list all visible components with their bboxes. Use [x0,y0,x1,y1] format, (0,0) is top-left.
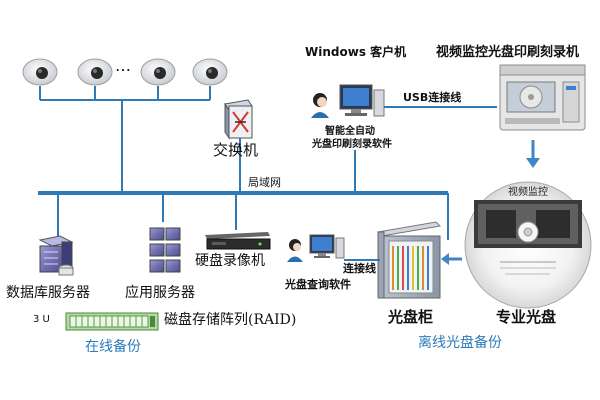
dvr-icon [205,232,271,250]
disc-printer-icon [499,64,586,131]
network-drops [57,138,449,240]
online-backup-label: 在线备份 [85,339,141,355]
application-server-icon [149,227,181,273]
offline-backup-label: 离线光盘备份 [418,335,502,351]
pro-disc-label: 专业光盘 [496,308,557,326]
query-software-label: 光盘查询软件 [285,278,351,291]
camera-icon [22,58,58,86]
camera-icon [192,58,228,86]
switch-label: 交换机 [213,141,259,159]
lan-label: 局域网 [248,176,281,189]
windows-client-label: Windows 客户机 [305,45,407,59]
disc-cabinet-icon [376,221,442,299]
db-server-label: 数据库服务器 [6,285,90,301]
operator-icon [311,93,329,118]
camera-icon [140,58,176,86]
printer-title: 视频监控光盘印刷刻录机 [436,45,580,60]
raid-units-label: 3 U [33,314,50,325]
lan-bus [38,191,448,195]
arrow-down [526,140,540,168]
database-server-icon [38,235,74,276]
app-server-label: 应用服务器 [125,285,195,301]
usb-label: USB连接线 [403,91,462,104]
camera-ellipsis: … [115,56,131,75]
cable-label: 连接线 [343,262,376,275]
raid-icon [65,312,159,331]
query-monitor-icon [309,234,345,259]
disc-icon [464,181,592,309]
dvr-label: 硬盘录像机 [195,253,265,269]
arrow-left [441,253,462,265]
switch-icon [224,99,253,140]
disc-label: 视频监控 [508,187,548,198]
raid-label: 磁盘存储阵列(RAID) [164,312,297,328]
camera-network-lines [39,86,211,192]
operator-icon [287,239,303,262]
software-label-1: 智能全自动 [325,126,375,137]
cabinet-label: 光盘柜 [388,308,434,326]
client-monitor-icon [339,84,385,117]
software-label-2: 光盘印刷刻录软件 [312,139,392,150]
camera-icon [77,58,113,86]
